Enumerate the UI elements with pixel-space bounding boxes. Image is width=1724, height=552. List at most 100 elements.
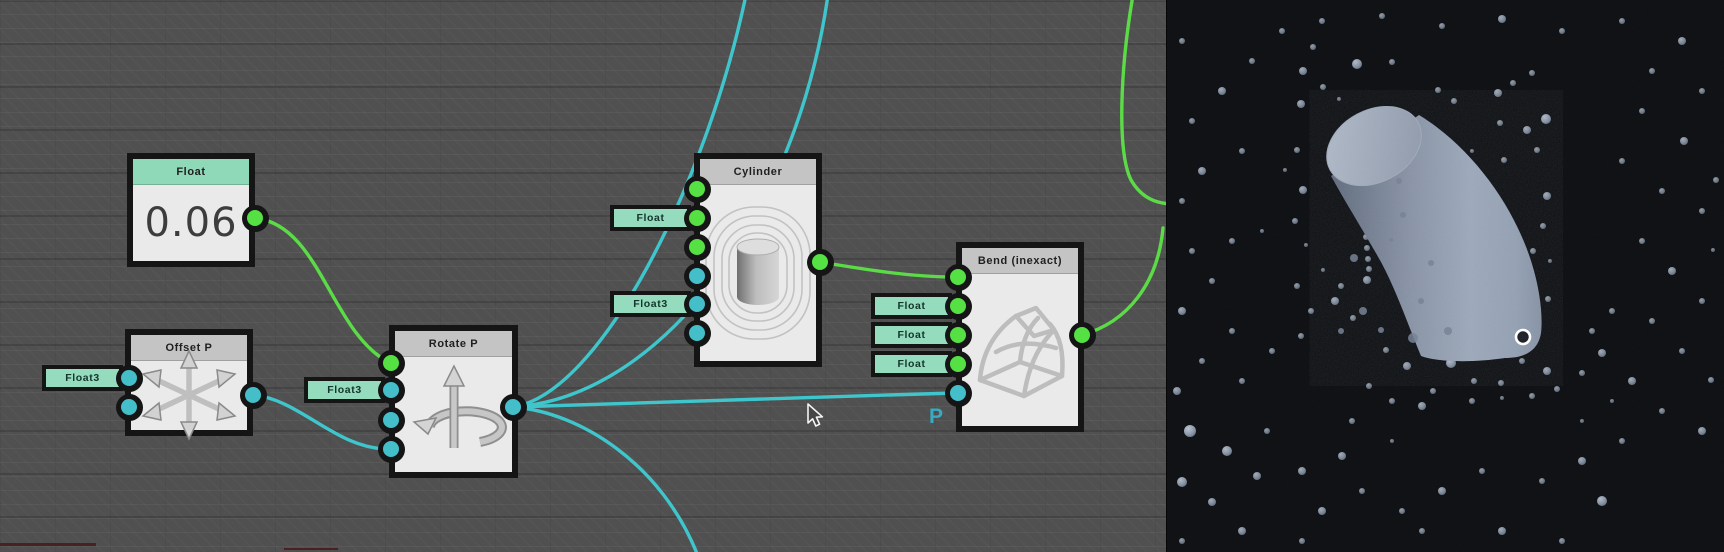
selection-ring[interactable] <box>1514 328 1532 346</box>
input-port[interactable] <box>377 406 405 434</box>
particle <box>1350 315 1356 321</box>
output-port[interactable] <box>241 204 269 232</box>
wire-green-8[interactable] <box>1120 0 1166 206</box>
particle <box>1529 393 1535 399</box>
particle <box>1430 388 1436 394</box>
wire-green-0[interactable] <box>253 216 390 364</box>
wire-teal-1[interactable] <box>251 393 390 451</box>
render-view <box>1167 0 1724 552</box>
particle <box>1609 308 1615 314</box>
input-port[interactable] <box>115 364 143 392</box>
wire-teal-4[interactable] <box>511 391 957 409</box>
input-port[interactable] <box>683 319 711 347</box>
particle <box>1178 307 1186 315</box>
particle <box>1540 223 1546 229</box>
particle <box>1541 114 1551 124</box>
particle <box>1299 538 1305 544</box>
output-port[interactable] <box>239 381 267 409</box>
node-header[interactable]: Rotate P <box>395 331 512 357</box>
particle <box>1179 538 1185 544</box>
wire-green-6[interactable] <box>818 260 957 279</box>
output-port-dot <box>247 210 263 226</box>
particle <box>1494 89 1502 97</box>
input-port[interactable] <box>683 290 711 318</box>
particle <box>1497 120 1503 126</box>
node-offset-p[interactable]: Offset P <box>125 329 253 441</box>
particle <box>1283 168 1287 172</box>
output-port[interactable] <box>1068 321 1096 349</box>
node-header[interactable]: Bend (inexact) <box>962 248 1078 274</box>
input-port[interactable] <box>115 393 143 421</box>
particle <box>1389 59 1395 65</box>
particle <box>1679 348 1685 354</box>
particle <box>1209 278 1215 284</box>
node-cylinder[interactable]: Cylinder <box>694 153 822 367</box>
particle <box>1501 157 1507 163</box>
particle <box>1498 15 1506 23</box>
particle <box>1589 328 1595 334</box>
input-port[interactable] <box>944 263 972 291</box>
wire-teal-5[interactable] <box>511 405 699 552</box>
particle <box>1389 398 1395 404</box>
particle <box>1539 478 1545 484</box>
input-port-dot <box>689 296 705 312</box>
port-type-chip[interactable]: Float <box>871 293 952 319</box>
tube-bump <box>1408 333 1418 343</box>
particle <box>1294 283 1300 289</box>
node-value[interactable]: 0.06 <box>144 199 238 246</box>
viewport-3d[interactable] <box>1166 0 1724 552</box>
tube-bump <box>1369 203 1373 207</box>
output-port[interactable] <box>806 248 834 276</box>
node-rotate-p[interactable]: Rotate P <box>389 325 518 478</box>
input-port[interactable] <box>944 321 972 349</box>
particle <box>1543 367 1551 375</box>
port-type-chip[interactable]: Float <box>871 322 952 348</box>
port-type-chip[interactable]: Float <box>871 351 952 377</box>
particle <box>1628 377 1636 385</box>
particle <box>1619 18 1625 24</box>
particle <box>1184 425 1196 437</box>
wire-green-7[interactable] <box>1080 226 1165 337</box>
tube-bump <box>1389 238 1393 242</box>
particle <box>1598 349 1606 357</box>
node-body: 0.06 <box>133 184 249 261</box>
particle <box>1292 218 1298 224</box>
node-bend-inexact[interactable]: Bend (inexact) <box>956 242 1084 432</box>
particle <box>1297 100 1305 108</box>
input-port[interactable] <box>377 435 405 463</box>
input-port[interactable] <box>683 204 711 232</box>
particle <box>1610 399 1614 403</box>
input-port-dot <box>950 298 966 314</box>
output-port[interactable] <box>499 393 527 421</box>
particle <box>1179 38 1185 44</box>
particle <box>1470 149 1474 153</box>
port-type-chip[interactable]: Float <box>610 205 691 231</box>
tube-mesh[interactable] <box>1313 91 1542 362</box>
particle <box>1319 18 1325 24</box>
node-body <box>395 356 512 472</box>
input-port[interactable] <box>683 262 711 290</box>
input-port[interactable] <box>944 350 972 378</box>
input-port[interactable] <box>944 292 972 320</box>
input-port[interactable] <box>377 376 405 404</box>
input-port[interactable] <box>944 379 972 407</box>
node-header[interactable]: Float <box>133 159 249 185</box>
particle <box>1559 28 1565 34</box>
node-header[interactable]: Cylinder <box>700 159 816 185</box>
tube-bump <box>1428 260 1434 266</box>
node-float-value[interactable]: Float 0.06 <box>127 153 255 267</box>
input-port[interactable] <box>683 233 711 261</box>
particle <box>1366 266 1372 272</box>
input-port[interactable] <box>683 175 711 203</box>
wire-teal-2[interactable] <box>511 0 747 409</box>
particle <box>1359 488 1365 494</box>
port-type-chip[interactable]: Float3 <box>42 365 123 391</box>
input-port-dot <box>950 356 966 372</box>
particle <box>1619 158 1625 164</box>
axes-3d-icon <box>141 349 237 441</box>
input-port[interactable] <box>377 349 405 377</box>
particle <box>1678 37 1686 45</box>
port-type-chip[interactable]: Float3 <box>610 291 691 317</box>
port-type-chip[interactable]: Float3 <box>304 377 385 403</box>
